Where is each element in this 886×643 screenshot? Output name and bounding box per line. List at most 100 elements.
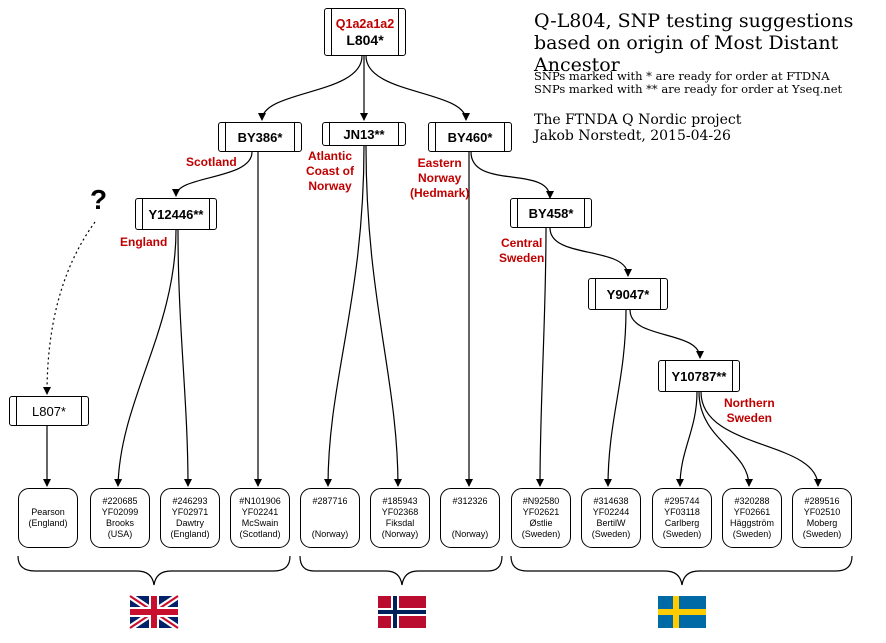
- region-northern-sweden: Northern Sweden: [724, 396, 775, 426]
- credit: The FTNDA Q Nordic project Jakob Norsted…: [534, 112, 741, 144]
- edge-y10787-carlberg: [676, 391, 698, 487]
- edge-l804-by386: [258, 55, 363, 121]
- sample-line: Pearson: [31, 507, 65, 517]
- title-line-1: Q-L804, SNP testing suggestions: [534, 10, 854, 32]
- sample-line: Carlberg: [664, 518, 700, 528]
- sample-line: #287716: [312, 496, 348, 506]
- sample-line: Østlie: [529, 518, 553, 528]
- uk-flag: [128, 593, 180, 631]
- sample-line: (USA): [107, 529, 133, 539]
- root-snp: L804*: [346, 32, 384, 48]
- edge-l804-by460: [365, 55, 470, 121]
- sample-line: (Norway): [451, 529, 489, 539]
- order-legend: SNPs marked with * are ready for order a…: [534, 70, 842, 96]
- node-by460: BY460*: [428, 122, 512, 152]
- sample-line: BertilW: [596, 518, 626, 528]
- sample-line: (Norway): [311, 529, 349, 539]
- sample-line: #N101906: [239, 496, 281, 506]
- region-england: England: [120, 235, 168, 249]
- sample-line: YF02661: [733, 507, 771, 517]
- sample-line: (Sweden): [591, 529, 631, 539]
- sample-line: YF03118: [664, 507, 700, 517]
- legend-line-1: SNPs marked with * are ready for order a…: [534, 69, 830, 83]
- sample-line: #185943: [382, 496, 418, 506]
- node-y10787: Y10787**: [658, 360, 740, 392]
- sample-line: (Sweden): [521, 529, 561, 539]
- sample-line: YF02368: [381, 507, 419, 517]
- sample-line: (Norway): [381, 529, 419, 539]
- sample-line: #314638: [593, 496, 629, 506]
- region-line: Atlantic: [307, 149, 352, 163]
- sample-line: (England): [170, 529, 210, 539]
- sample-line: [301, 507, 359, 518]
- edge-y12446-brooks: [114, 229, 177, 487]
- sample-line: (Sweden): [662, 529, 702, 539]
- edge-by458-y9047: [549, 227, 632, 277]
- sample-line: Fiksdal: [385, 518, 415, 528]
- sample-line: YF02244: [592, 507, 630, 517]
- region-line: Norway: [308, 179, 352, 193]
- sample-line: YF02099: [101, 507, 139, 517]
- region-central-sweden: Central Sweden: [499, 236, 544, 266]
- region-atlantic-norway: Atlantic Coast of Norway: [306, 149, 354, 194]
- sample-line: McSwain: [241, 518, 279, 528]
- sample-line: [441, 507, 499, 518]
- edge-y12446-dawtry: [177, 229, 192, 487]
- sample-line: Häggström: [729, 518, 774, 528]
- region-eastern-norway: Eastern Norway (Hedmark): [410, 156, 469, 201]
- region-line: Sweden: [726, 411, 773, 425]
- region-line: Central: [501, 236, 543, 250]
- sample-box: #287716 (Norway): [300, 488, 360, 548]
- brace-sweden: [510, 555, 853, 586]
- edge-y10787-moberg: [700, 391, 822, 487]
- node-l804: Q1a2a1a2 L804*: [324, 8, 406, 56]
- node-y9047: Y9047*: [588, 278, 668, 310]
- sample-line: YF02510: [803, 507, 841, 517]
- sample-line: #312326: [452, 496, 488, 506]
- title-line-2: based on origin of Most Distant Ancestor: [534, 32, 839, 76]
- edge-y10787-haggstrom: [698, 391, 753, 487]
- legend-line-2: SNPs marked with ** are ready for order …: [534, 82, 843, 96]
- brace-uk: [17, 555, 291, 586]
- sample-line: (Sweden): [732, 529, 772, 539]
- sample-line: #246293: [172, 496, 208, 506]
- region-line: (Hedmark): [410, 186, 470, 200]
- sample-line: Moberg: [806, 518, 838, 528]
- root-haplogroup: Q1a2a1a2: [335, 17, 395, 31]
- unknown-ancestor-mark: ?: [90, 184, 108, 215]
- brace-norway: [299, 555, 503, 586]
- sample-line: YF02621: [522, 507, 560, 517]
- norway-flag: [378, 596, 426, 628]
- diagram-title: Q-L804, SNP testing suggestions based on…: [534, 10, 886, 76]
- edge-jn13-185943: [365, 145, 402, 487]
- node-jn13: JN13**: [322, 122, 406, 146]
- sample-line: (Sweden): [802, 529, 842, 539]
- edge-y9047-bertilw: [604, 309, 627, 487]
- region-line: Eastern: [417, 156, 462, 170]
- region-line: Northern: [724, 396, 775, 410]
- sample-line: #220685: [102, 496, 138, 506]
- sample-line: YF02971: [171, 507, 209, 517]
- sample-line: Brooks: [105, 518, 134, 528]
- sample-line: #320288: [734, 496, 770, 506]
- sample-line: #N92580: [522, 496, 560, 506]
- edge-y9047-y10787: [629, 309, 704, 359]
- node-by458: BY458*: [510, 198, 592, 228]
- sample-box: Pearson(England): [18, 488, 78, 548]
- sample-line: (England): [28, 518, 68, 528]
- node-y12446: Y12446**: [135, 198, 217, 230]
- region-scotland: Scotland: [186, 155, 237, 169]
- sample-line: [441, 518, 499, 529]
- node-by386: BY386*: [218, 122, 302, 152]
